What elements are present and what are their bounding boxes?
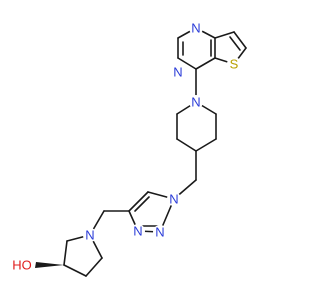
pyrimidine-n1-label: N xyxy=(191,21,200,36)
bond xyxy=(63,264,87,277)
piperidine-n-label: N xyxy=(191,95,200,110)
atom-labels: N N S N N N N N HO xyxy=(8,21,241,273)
triazole-n1-label: N xyxy=(169,192,178,207)
molecule-structure-diagram: N N S N N N N N HO xyxy=(8,20,247,277)
bond xyxy=(63,240,68,266)
hydroxyl-label: HO xyxy=(12,258,32,273)
atom-bg xyxy=(83,228,97,242)
bond xyxy=(195,57,216,70)
atom-bg xyxy=(189,95,203,109)
pyrimidine-n3-label: N xyxy=(173,65,182,80)
bond xyxy=(233,31,247,49)
atom-bg xyxy=(171,65,185,79)
bond xyxy=(195,138,217,152)
atom-bg xyxy=(153,225,167,239)
atom-bg xyxy=(167,192,181,206)
bond xyxy=(128,191,149,212)
bond xyxy=(176,138,197,152)
atom-bg xyxy=(189,21,203,35)
bond xyxy=(134,196,150,212)
triazole-n2-label: N xyxy=(155,225,164,240)
bond xyxy=(229,36,241,51)
bond xyxy=(177,57,197,70)
atom-bg xyxy=(131,224,145,238)
thiophene-s-label: S xyxy=(230,57,239,72)
triazole-n3-label: N xyxy=(133,224,142,239)
bond xyxy=(214,31,235,39)
bond xyxy=(85,257,103,277)
pyrrolidine-n-label: N xyxy=(85,228,94,243)
stereo-wedge-bond xyxy=(35,262,64,268)
molecule-svg: N N S N N N N N HO xyxy=(8,20,247,277)
atom-bg xyxy=(8,256,32,272)
atom-bg xyxy=(227,57,241,71)
